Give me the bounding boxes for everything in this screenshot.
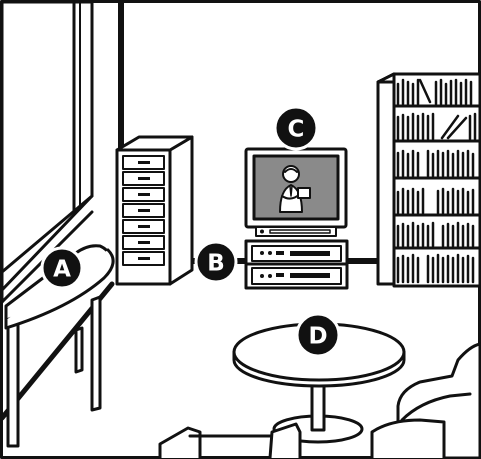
armchair bbox=[370, 342, 481, 459]
chair-fragment bbox=[158, 422, 302, 459]
television bbox=[244, 147, 348, 237]
marker-c-label: C bbox=[288, 117, 305, 143]
filing-cabinet bbox=[115, 135, 194, 286]
marker-d-label: D bbox=[308, 324, 327, 350]
marker-c: C bbox=[273, 105, 319, 151]
marker-d: D bbox=[295, 312, 341, 358]
marker-b-label: B bbox=[207, 251, 225, 277]
marker-a: A bbox=[40, 246, 84, 290]
bookcase bbox=[376, 72, 481, 288]
books bbox=[396, 78, 477, 284]
tv-screen-person bbox=[279, 165, 311, 213]
marker-b: B bbox=[194, 240, 238, 284]
marker-a-label: A bbox=[53, 257, 71, 283]
tv-stand bbox=[244, 239, 349, 290]
